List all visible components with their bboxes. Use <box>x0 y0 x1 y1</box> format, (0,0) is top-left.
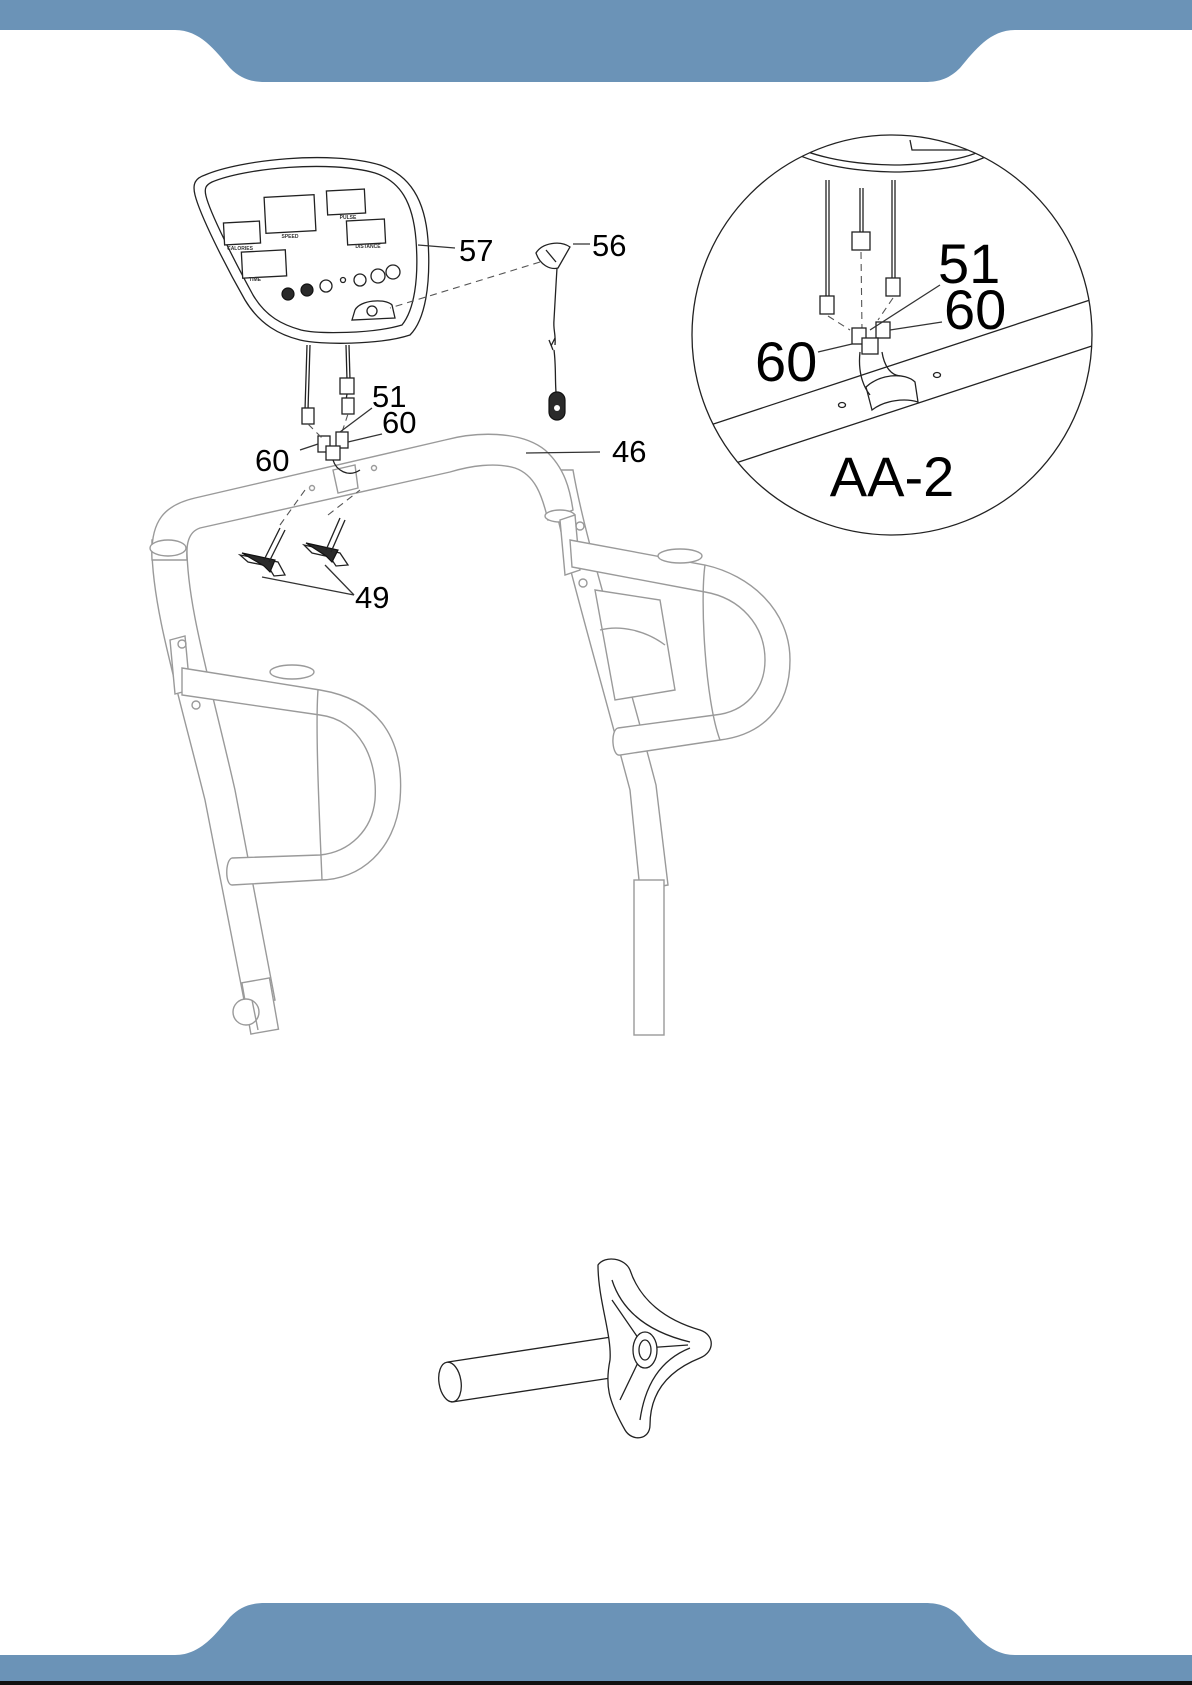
callout-60-left: 60 <box>255 443 289 478</box>
knob-closeup <box>436 1259 711 1438</box>
detail-callout-60-right: 60 <box>944 278 1006 341</box>
callout-60-right: 60 <box>382 405 416 440</box>
calories-label: CALORIES <box>227 246 254 252</box>
distance-label: DISTANCE <box>355 244 381 250</box>
callout-57: 57 <box>459 233 493 268</box>
console-button <box>282 288 294 300</box>
detail-callout-60-left: 60 <box>755 330 817 393</box>
pulse-label: PULSE <box>340 215 357 221</box>
footer-bottom-rule <box>0 1681 1192 1685</box>
console-button <box>320 280 332 292</box>
footer-band <box>0 1603 1192 1685</box>
safety-key-56 <box>536 243 570 420</box>
callout-56: 56 <box>592 228 626 263</box>
console-button <box>301 284 313 296</box>
console-button <box>371 269 385 283</box>
callout-49: 49 <box>355 580 389 615</box>
speed-label: SPEED <box>282 234 299 240</box>
console-button <box>386 265 400 279</box>
header-band <box>0 0 1192 82</box>
time-label: TIME <box>249 277 262 283</box>
upright-frame <box>150 434 790 1035</box>
console-button <box>354 274 366 286</box>
callout-46: 46 <box>612 434 646 469</box>
detail-view-aa2: 51 60 60 AA-2 <box>680 135 1095 535</box>
detail-view-title: AA-2 <box>830 445 955 508</box>
